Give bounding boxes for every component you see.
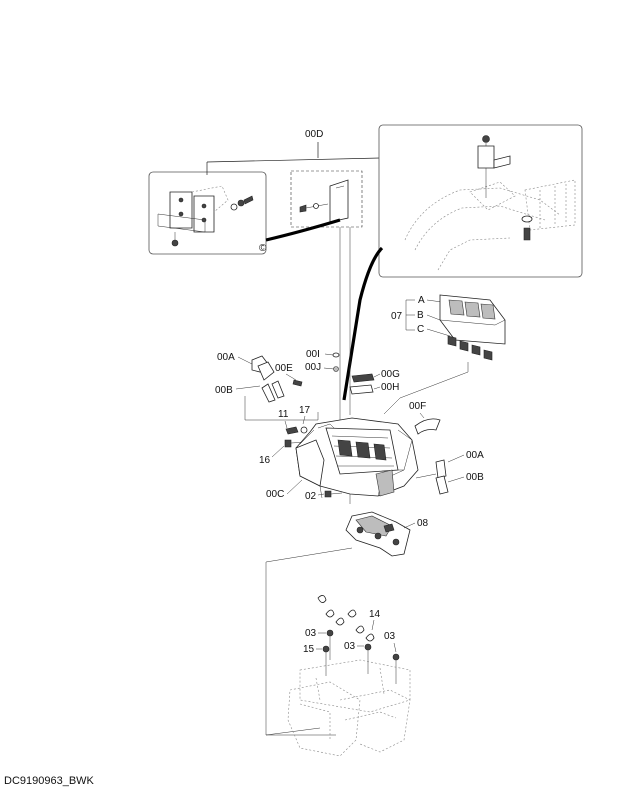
label-00I: 00I <box>306 349 320 360</box>
label-A: A <box>418 295 425 306</box>
label-07: 07 <box>391 311 403 322</box>
label-15: 15 <box>303 644 315 655</box>
connector-right <box>342 246 384 401</box>
base-frame: 14 03 15 03 03 <box>287 595 411 757</box>
switch-panel-07: A B C 07 <box>391 294 506 361</box>
parts-00G-00H: 00G 00H <box>349 369 400 395</box>
label-00A-left: 00A <box>217 352 235 363</box>
connector-left <box>265 218 341 242</box>
part-02: 02 <box>305 490 343 502</box>
parts-00I-00J: 00I 00J <box>305 349 340 373</box>
label-03-a: 03 <box>305 628 317 639</box>
label-03-b: 03 <box>344 641 356 652</box>
label-17: 17 <box>299 405 311 416</box>
label-00F: 00F <box>409 401 426 412</box>
label-00E: 00E <box>275 363 293 374</box>
label-08: 08 <box>417 518 429 529</box>
parts-right-cluster: 00A 00B <box>415 450 484 495</box>
part-00F: 00F <box>409 401 441 435</box>
console-body-00C: 00C <box>266 417 419 504</box>
detail-box-left: © <box>148 171 267 255</box>
drawing-code: DC9190963_BWK <box>4 775 94 787</box>
label-00G: 00G <box>381 369 400 380</box>
label-14: 14 <box>369 609 381 620</box>
label-00H: 00H <box>381 382 399 393</box>
label-00C: 00C <box>266 489 284 500</box>
label-00B-right: 00B <box>466 472 484 483</box>
parts-left-cluster: 00A 00E 00B <box>215 352 319 421</box>
parts-11-17-16: 11 17 16 <box>259 405 311 466</box>
label-02: 02 <box>305 491 317 502</box>
label-B: B <box>417 310 424 321</box>
label-03-c: 03 <box>384 631 396 642</box>
dashed-detail-00D: 00D <box>206 129 381 228</box>
label-11: 11 <box>278 409 289 420</box>
label-C: C <box>417 324 424 335</box>
label-00J: 00J <box>305 362 321 373</box>
label-16: 16 <box>259 455 271 466</box>
bracket-08: 08 <box>345 511 429 557</box>
label-00A-right: 00A <box>466 450 484 461</box>
detail-box-right <box>378 124 583 278</box>
svg-text:©: © <box>259 243 267 254</box>
label-00D: 00D <box>305 129 323 140</box>
label-00B-left: 00B <box>215 385 233 396</box>
